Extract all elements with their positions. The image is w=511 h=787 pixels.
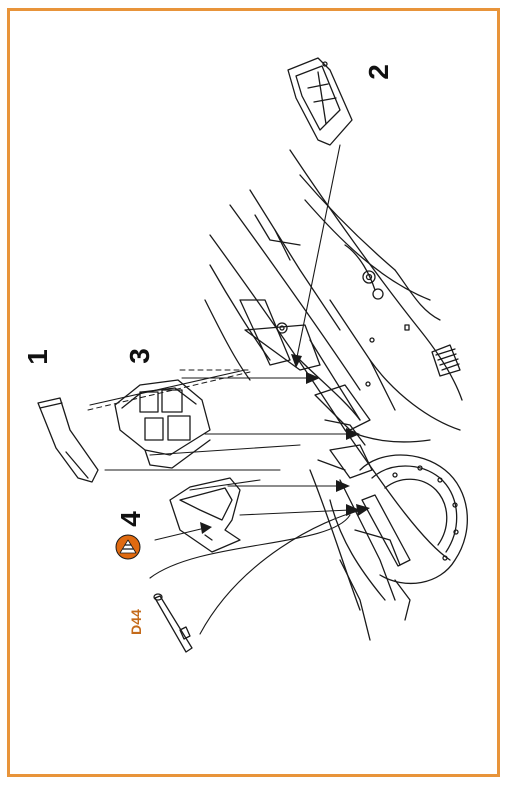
part-3 <box>114 379 211 469</box>
callout-4: 4 <box>114 511 146 527</box>
part-d44-rod <box>153 593 193 653</box>
part-4 <box>169 477 241 553</box>
guide-dashes <box>87 369 251 411</box>
glue-icon <box>115 534 141 560</box>
part-2 <box>287 57 353 146</box>
part-1 <box>37 397 99 483</box>
callout-3: 3 <box>123 348 155 364</box>
fuselage-section <box>204 149 468 641</box>
callout-2: 2 <box>362 64 394 80</box>
instruction-frame <box>7 8 500 777</box>
part-code-d44: D44 <box>127 609 144 635</box>
assembly-arrows <box>89 144 363 635</box>
callout-1: 1 <box>21 349 53 365</box>
arrow-heads <box>200 354 370 534</box>
